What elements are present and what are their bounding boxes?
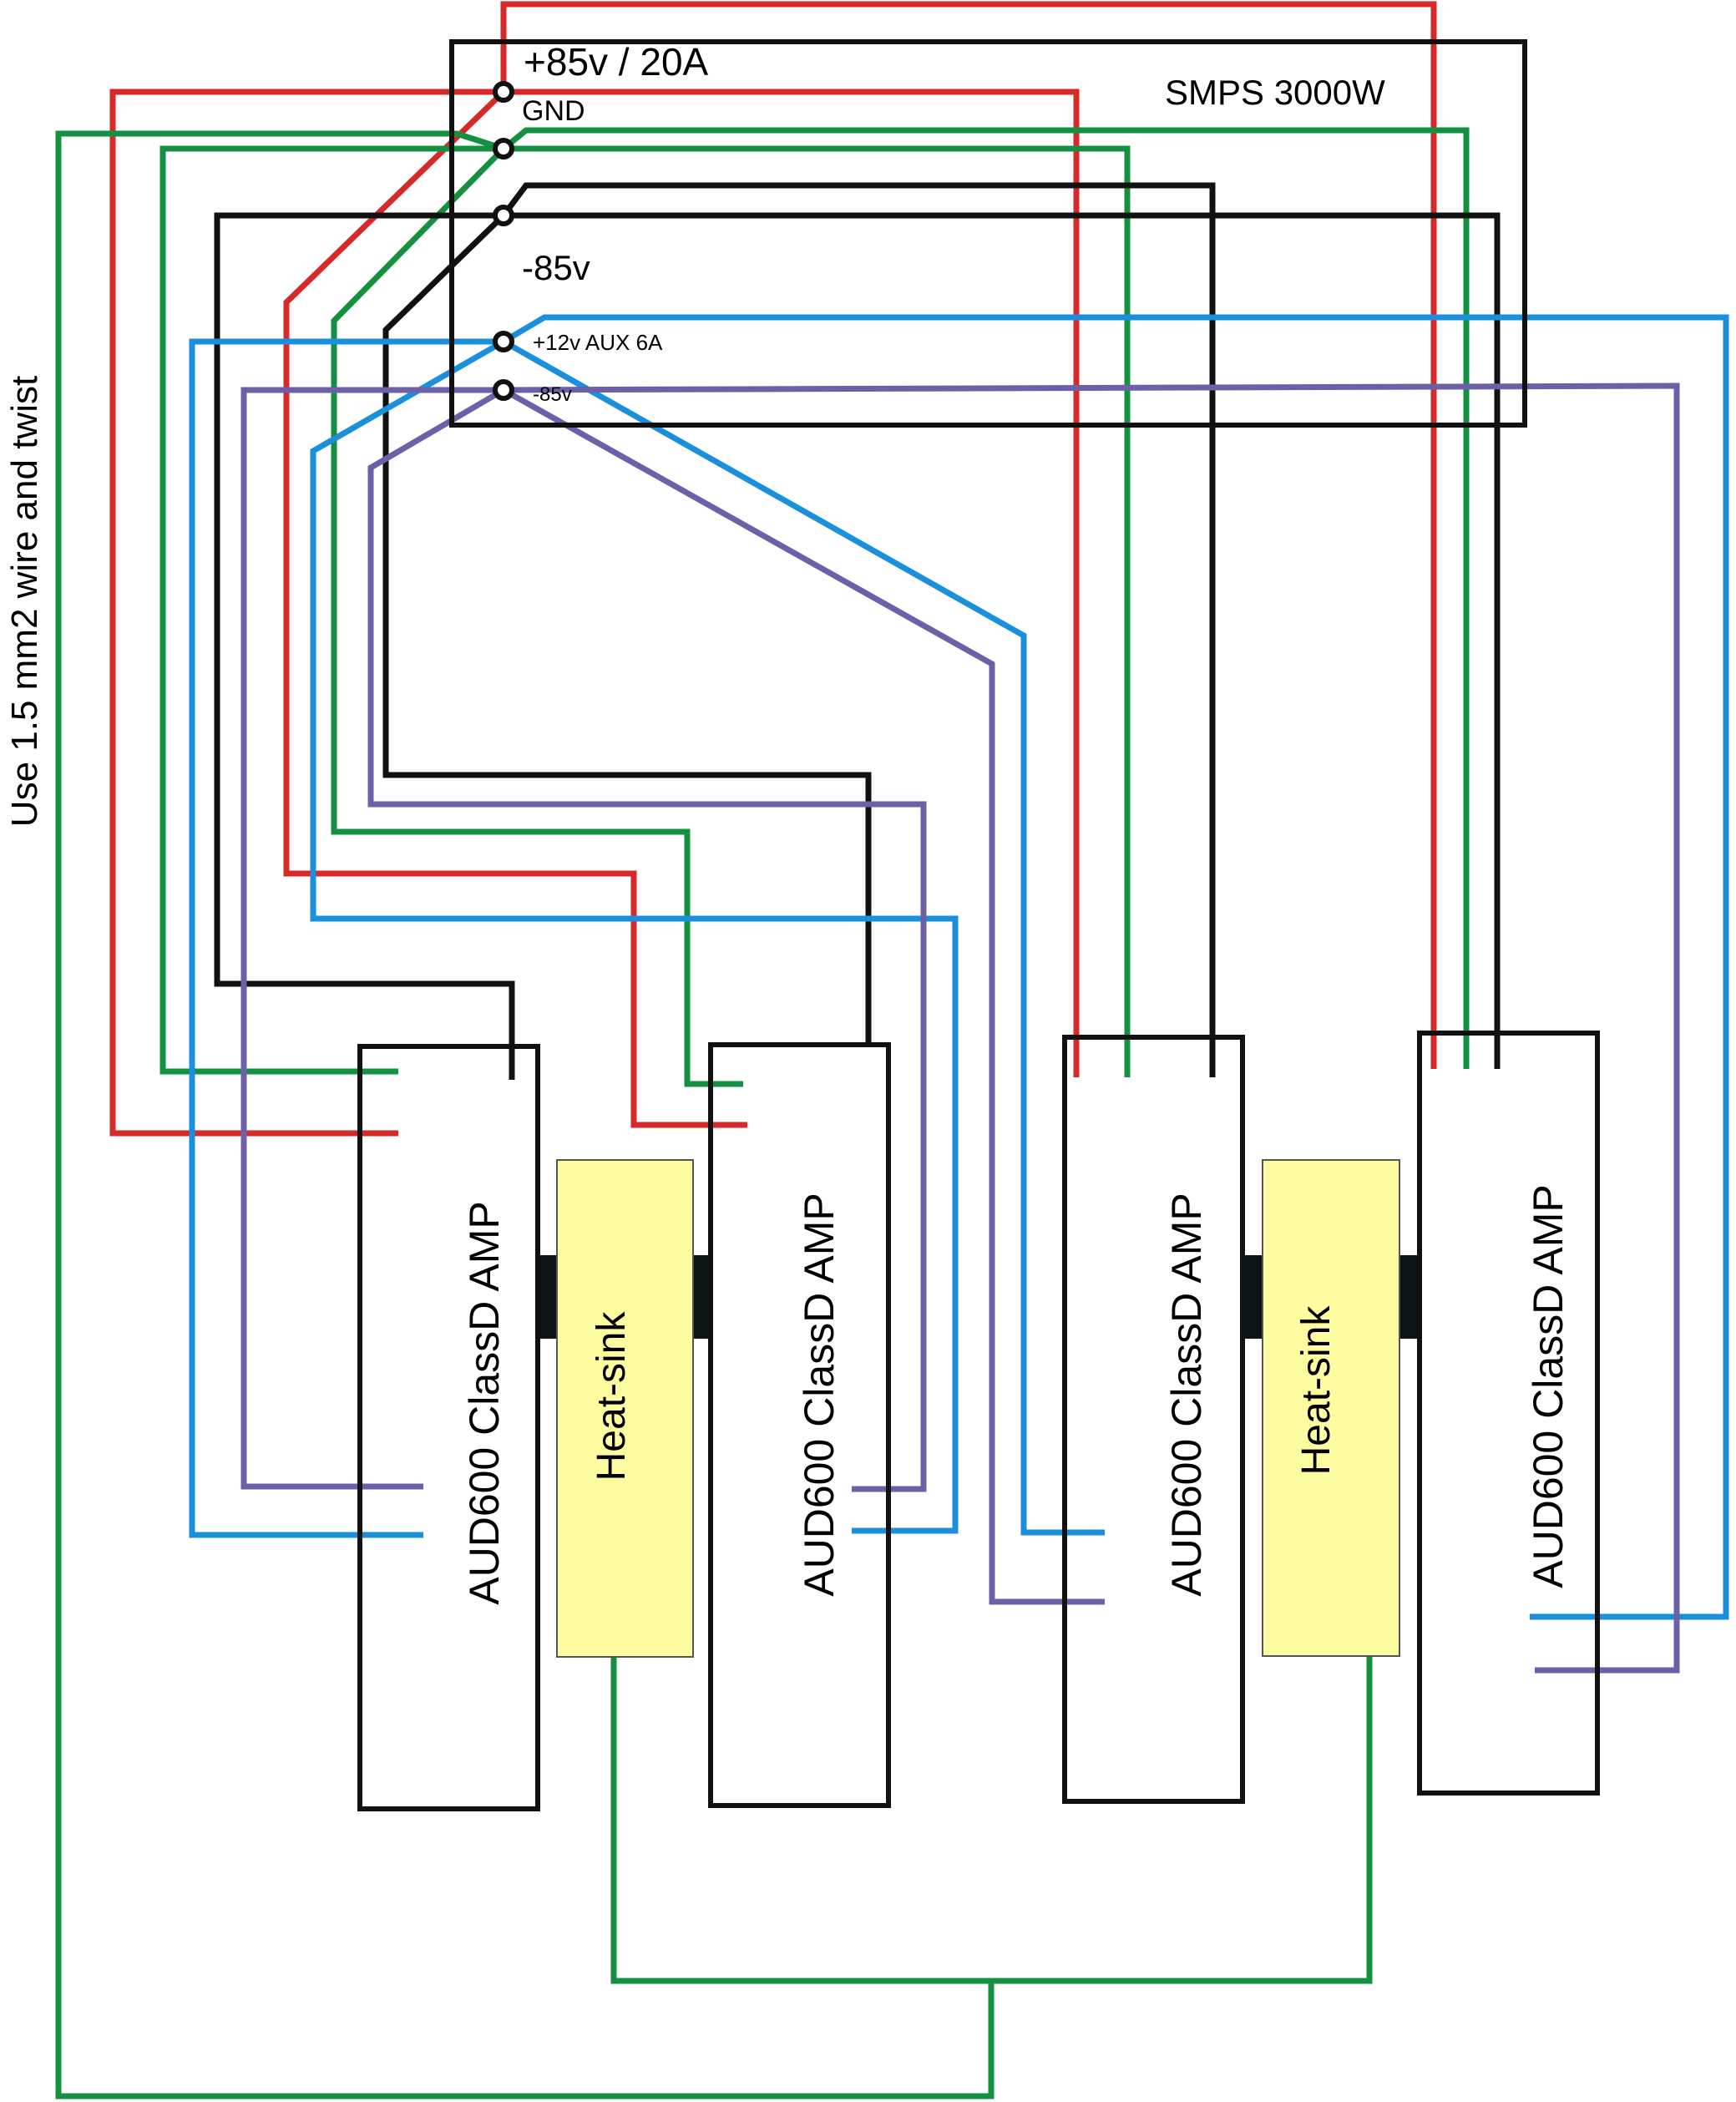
blue-wire-amp2 [310, 338, 959, 1534]
terminal-label-neg85-small: -85v [533, 383, 572, 406]
terminal-neg85 [493, 205, 514, 226]
amp-4-label: AUD600 ClassD AMP [1525, 1184, 1572, 1588]
thermal-pad [1399, 1255, 1420, 1339]
amp-2-label: AUD600 ClassD AMP [796, 1193, 843, 1597]
blue-wire-amp1 [189, 338, 504, 1538]
smps-box [449, 39, 1527, 428]
red-wire-amp1 [109, 89, 504, 1137]
purple-wire-amp2 [367, 387, 927, 1492]
terminal-label-neg85: -85v [522, 248, 590, 287]
amplifiers: AUD600 ClassD AMP AUD600 ClassD AMP AUD6… [357, 1031, 1600, 1811]
red-wire-amp4 [500, 1, 1437, 1069]
black-wire-amp2 [382, 213, 872, 1042]
black-wire-amp1 [214, 212, 515, 1080]
wire-note: Use 1.5 mm2 wire and twist [4, 376, 45, 827]
blue-wire-amp4 [502, 314, 1729, 1620]
heatsink-1-label: Heat-sink [590, 1311, 634, 1482]
amp-1-box [357, 1044, 540, 1811]
purple-wire-amp1 [240, 387, 504, 1490]
amp-3-box [1062, 1035, 1245, 1804]
green-wire-amp3 [504, 145, 1131, 1077]
red-wire-amp2 [283, 89, 747, 1128]
black-wire-amp4 [504, 212, 1501, 1069]
green-wire-amp1 [159, 145, 504, 1075]
terminal-aux12 [493, 331, 514, 352]
heatsinks: Heat-sink Heat-sink [556, 1159, 1400, 1658]
terminal-label-aux12: +12v AUX 6A [533, 330, 663, 355]
terminal-pos85 [493, 81, 514, 103]
green-wire-amp2 [331, 146, 743, 1087]
terminal-gnd [493, 138, 514, 160]
red-wire-amp3 [504, 89, 1080, 1077]
heatsink-1 [556, 1159, 694, 1658]
purple-wire-amp3 [502, 387, 1105, 1605]
terminal-neg85-aux [493, 379, 514, 401]
heatsink-2-label: Heat-sink [1294, 1305, 1339, 1476]
green-wire-gnd-loop [55, 130, 995, 2099]
amp-2-box [708, 1042, 891, 1808]
green-wire-amp4 [501, 127, 1470, 1069]
terminal-label-gnd: GND [522, 95, 585, 127]
thermal-pad [538, 1255, 558, 1339]
heatsink-2 [1262, 1159, 1400, 1657]
black-wire-amp3 [501, 182, 1216, 1077]
amp-3-label: AUD600 ClassD AMP [1163, 1193, 1210, 1597]
thermal-pads [538, 1255, 1420, 1339]
smps-module: SMPS 3000W +85v / 20A GND -85v +12v AUX … [449, 39, 1527, 428]
terminal-label-pos85: +85v / 20A [524, 40, 709, 84]
amp-4-box [1417, 1031, 1600, 1796]
wires [55, 1, 1729, 2099]
purple-wire-amp4 [503, 382, 1680, 1674]
amp-1-label: AUD600 ClassD AMP [461, 1201, 508, 1605]
smps-title: SMPS 3000W [1165, 73, 1385, 112]
thermal-pad [1243, 1255, 1263, 1339]
